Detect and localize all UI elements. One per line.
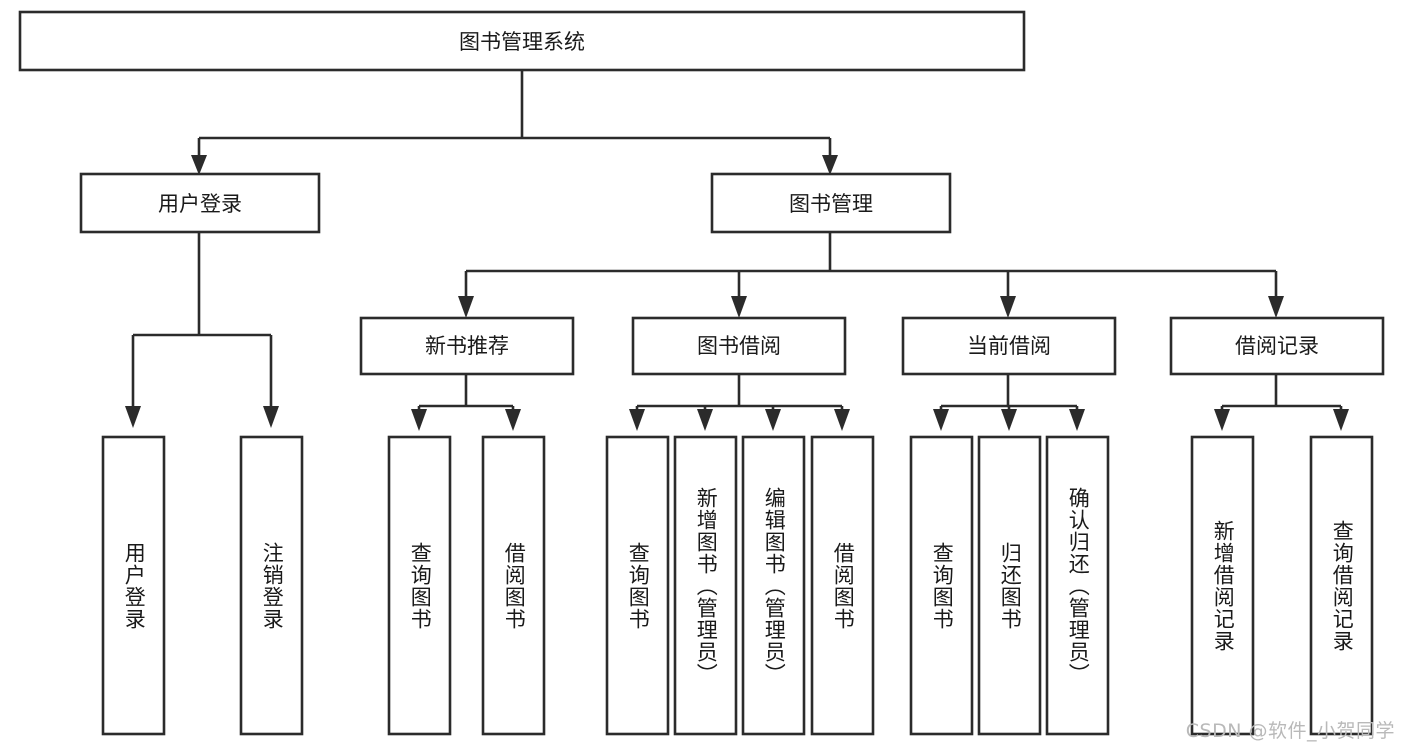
leaf-box-query-book-2[interactable] xyxy=(605,435,670,736)
node-new-book-recommend-box[interactable] xyxy=(359,316,575,376)
arrow-borrow-record xyxy=(1268,296,1284,318)
connector-group-root xyxy=(191,70,838,175)
node-current-borrow-label: 当前借阅 xyxy=(967,334,1051,358)
leaf-box-query-record[interactable] xyxy=(1309,435,1374,736)
connector-group-book-management xyxy=(458,232,1284,318)
arrow-book-management xyxy=(822,155,838,175)
arrow-leaf-query-book-1 xyxy=(411,409,427,431)
node-book-management-box[interactable] xyxy=(710,172,952,234)
node-user-login-label: 用户登录 xyxy=(158,192,242,216)
node-root-box[interactable] xyxy=(18,10,1026,72)
leaf-box-confirm-return[interactable] xyxy=(1045,435,1110,736)
node-new-book-recommend-label: 新书推荐 xyxy=(425,334,509,358)
arrow-leaf-borrow-book-1 xyxy=(505,409,521,431)
leaf-box-logout[interactable] xyxy=(239,435,304,736)
connector-group-current-borrow xyxy=(933,374,1085,431)
arrow-leaf-user-login xyxy=(125,406,141,428)
arrow-leaf-return-book xyxy=(1001,409,1017,431)
leaf-box-borrow-book-2[interactable] xyxy=(810,435,875,736)
node-borrow-record-box[interactable] xyxy=(1169,316,1385,376)
leaf-box-edit-book[interactable] xyxy=(741,435,806,736)
leaf-box-return-book[interactable] xyxy=(977,435,1042,736)
arrow-current-borrow xyxy=(1000,296,1016,318)
node-book-management[interactable]: 图书管理 xyxy=(710,172,952,234)
connector-group-user-login xyxy=(125,232,279,428)
connector-group-new-book-recommend xyxy=(411,374,521,431)
arrow-book-borrow xyxy=(731,296,747,318)
node-user-login-box[interactable] xyxy=(79,172,321,234)
node-root[interactable]: 图书管理系统 xyxy=(18,10,1026,72)
node-current-borrow-box[interactable] xyxy=(901,316,1117,376)
node-root-label: 图书管理系统 xyxy=(459,30,585,54)
node-book-management-label: 图书管理 xyxy=(789,192,873,216)
connector-group-book-borrow xyxy=(629,374,850,431)
node-book-borrow-label: 图书借阅 xyxy=(697,334,781,358)
node-new-book-recommend[interactable]: 新书推荐 xyxy=(359,316,575,376)
connector-group-borrow-record xyxy=(1214,374,1349,431)
arrow-leaf-add-book xyxy=(697,409,713,431)
arrow-leaf-edit-book xyxy=(765,409,781,431)
arrow-leaf-query-book-2 xyxy=(629,409,645,431)
leaf-box-add-book[interactable] xyxy=(673,435,738,736)
leaf-box-query-book-3[interactable] xyxy=(909,435,974,736)
arrow-leaf-confirm-return xyxy=(1069,409,1085,431)
leaf-box-query-book-1[interactable] xyxy=(387,435,452,736)
arrow-leaf-logout xyxy=(263,406,279,428)
node-user-login[interactable]: 用户登录 xyxy=(79,172,321,234)
csdn-watermark: CSDN @软件_小贺同学 xyxy=(1185,720,1395,742)
arrow-user-login xyxy=(191,155,207,175)
node-book-borrow[interactable]: 图书借阅 xyxy=(631,316,847,376)
node-borrow-record-label: 借阅记录 xyxy=(1235,334,1319,358)
node-book-borrow-box[interactable] xyxy=(631,316,847,376)
arrow-leaf-query-book-3 xyxy=(933,409,949,431)
leaf-box-user-login[interactable] xyxy=(101,435,166,736)
arrow-leaf-query-record xyxy=(1333,409,1349,431)
arrow-new-book-recommend xyxy=(458,296,474,318)
leaf-boxes-group xyxy=(101,435,1374,736)
arrow-leaf-borrow-book-2 xyxy=(834,409,850,431)
leaf-box-add-record[interactable] xyxy=(1190,435,1255,736)
node-borrow-record[interactable]: 借阅记录 xyxy=(1169,316,1385,376)
leaf-box-borrow-book-1[interactable] xyxy=(481,435,546,736)
arrow-leaf-add-record xyxy=(1214,409,1230,431)
node-current-borrow[interactable]: 当前借阅 xyxy=(901,316,1117,376)
